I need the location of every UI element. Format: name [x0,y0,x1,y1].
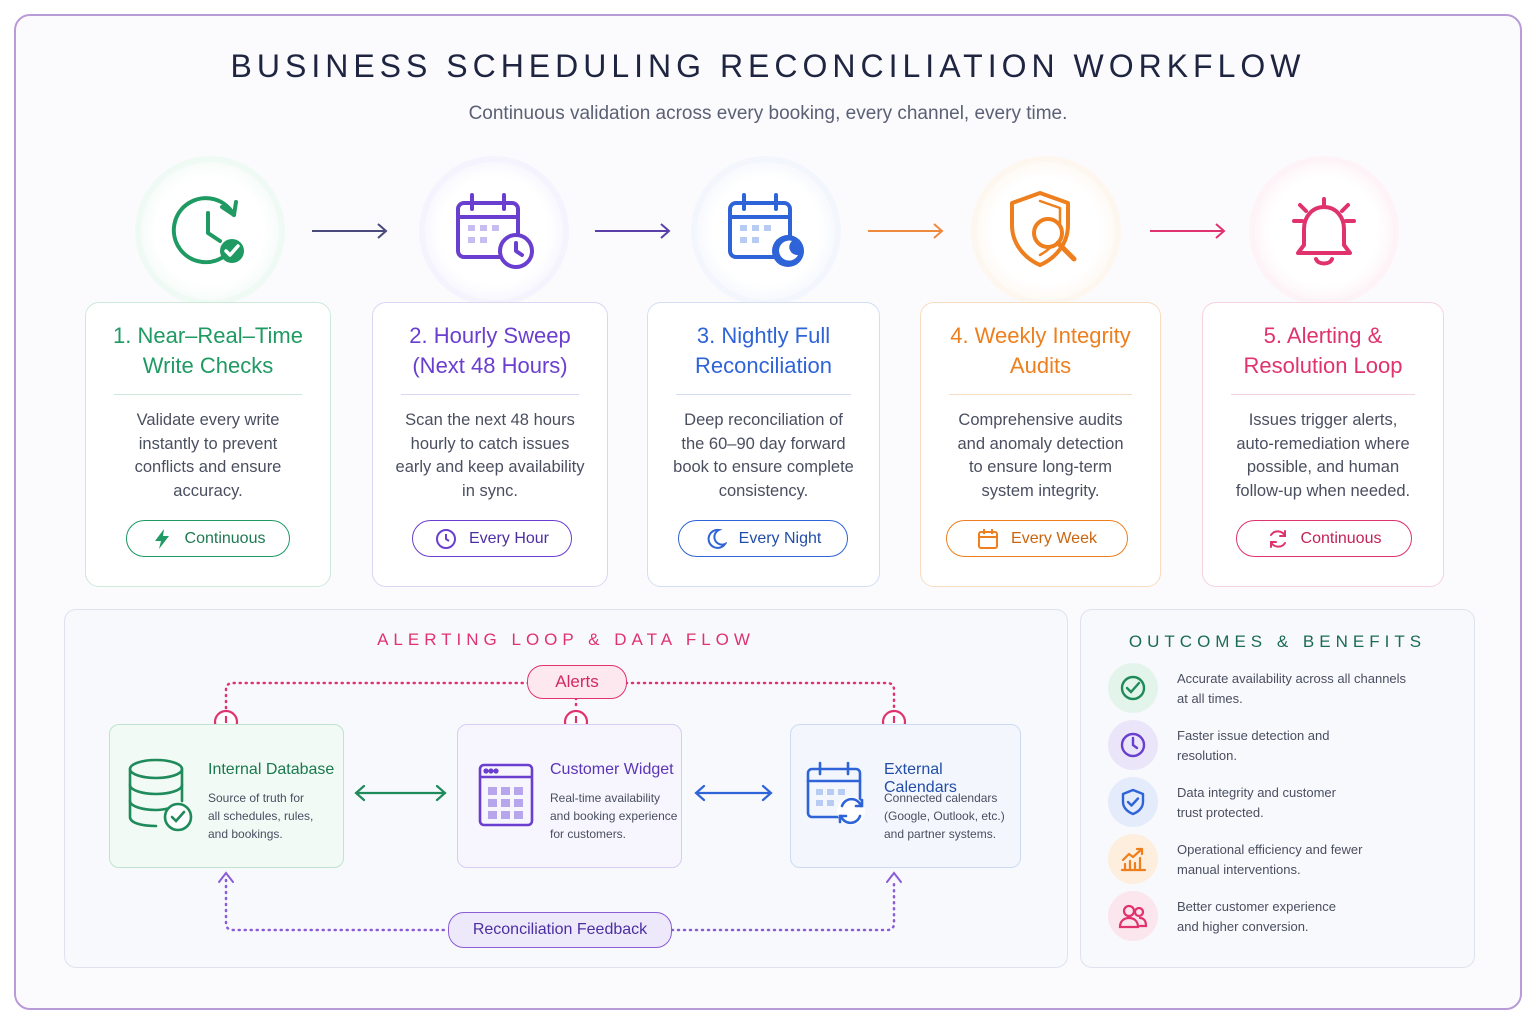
arrow-4-5-icon [1150,223,1226,239]
calendar-icon [978,528,999,549]
divider [401,394,579,395]
divider [114,394,302,395]
alerts-badge: Alerts [527,665,627,699]
page-subtitle: Continuous validation across every booki… [468,103,1068,124]
lightning-icon [154,528,169,549]
node-title: Internal Database [208,761,335,778]
outcome-text: Accurate availability across all channel… [1177,671,1407,706]
frequency-badge: Continuous [1236,520,1412,557]
stage-description: Issues trigger alerts,auto-remediation w… [1235,411,1411,500]
reconciliation-feedback-badge: Reconciliation Feedback [448,912,672,948]
page-title: BUSINESS SCHEDULING RECONCILIATION WORKF… [230,48,1306,84]
stage-card-2: 2. Hourly Sweep (Next 48 Hours) Scan the… [372,302,608,587]
outcome-icon-circle [1108,777,1158,827]
chart-growth-icon [1120,847,1147,872]
widget-calendar-icon [478,763,534,827]
outcome-icon-circle [1108,891,1158,941]
stage-5-icon-circle [1255,162,1393,300]
divider [676,394,851,395]
outcome-item: Accurate availability across all channel… [1108,663,1448,713]
stage-card-5: 5. Alerting & Resolution Loop Issues tri… [1202,302,1444,587]
stage-4-icon-circle [977,162,1115,300]
arrow-2-3-icon [595,223,671,239]
arrow-1-2-icon [312,223,388,239]
external-calendars-node: External Calendars Connected calendars(G… [790,724,1021,868]
calendar-sync-icon [806,761,865,825]
clock-check-icon [171,196,244,265]
calendar-moon-icon [728,193,804,267]
clock-icon [1120,732,1146,758]
arrow-3-4-icon [868,223,944,239]
calendar-clock-icon [456,193,534,269]
stage-title: 4. Weekly Integrity Audits [950,323,1131,378]
users-icon [1118,904,1148,929]
stage-title: 3. Nightly Full Reconciliation [695,323,832,378]
node-title: External Calendars [884,761,957,796]
stage-card-4: 4. Weekly Integrity Audits Comprehensive… [920,302,1161,587]
stage-title: 1. Near–Real–Time Write Checks [113,323,303,378]
stage-title: 5. Alerting & Resolution Loop [1243,323,1403,378]
stage-3-icon-circle [697,162,835,300]
frequency-badge: Every Night [678,520,848,557]
frequency-badge: Continuous [126,520,290,557]
outcome-icon-circle [1108,834,1158,884]
shield-check-icon [1121,788,1145,816]
frequency-badge: Every Week [946,520,1128,557]
data-flow-title: ALERTING LOOP & DATA FLOW [377,630,755,649]
database-check-icon [128,758,193,832]
check-circle-icon [1120,675,1146,701]
clock-icon [435,528,456,549]
stage-1-icon-circle [141,162,279,300]
bell-icon [1292,197,1356,266]
node-description: Connected calendars(Google, Outlook, etc… [884,791,1005,841]
stage-card-3: 3. Nightly Full Reconciliation Deep reco… [647,302,880,587]
divider [1231,394,1415,395]
stage-card-1: 1. Near–Real–Time Write Checks Validate … [85,302,331,587]
stage-2-icon-circle [425,162,563,300]
refresh-icon [1269,529,1286,548]
shield-search-icon [1010,191,1077,267]
outcomes-title: OUTCOMES & BENEFITS [1128,632,1427,651]
outcome-icon-circle [1108,720,1158,770]
outcome-icon-circle [1108,663,1158,713]
frequency-badge: Every Hour [412,520,572,557]
moon-icon [707,528,727,549]
stage-title: 2. Hourly Sweep (Next 48 Hours) [409,323,571,378]
node-title: Customer Widget [550,761,674,778]
divider [949,394,1132,395]
